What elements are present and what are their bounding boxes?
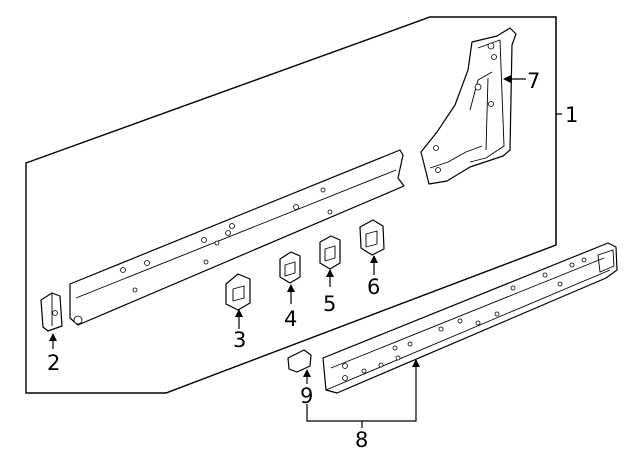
part-4-bulkhead (279, 251, 301, 284)
part-9-bracket (287, 349, 312, 373)
callout-3: 3 (233, 328, 246, 352)
callout-7: 7 (527, 69, 540, 93)
part-6-bulkhead (359, 219, 385, 256)
callout-9: 9 (300, 384, 313, 408)
callout-5: 5 (323, 292, 336, 316)
part-3-bulkhead (225, 273, 251, 311)
part-8-rocker-panel (322, 242, 618, 394)
part-7-pillar-reinforcement (420, 27, 517, 185)
part-2-bracket (40, 292, 63, 332)
callout-2: 2 (47, 351, 60, 375)
callout-8: 8 (355, 428, 368, 452)
callout-1: 1 (565, 103, 578, 127)
rocker-reinforcement (69, 149, 405, 326)
part-5-bulkhead (319, 235, 341, 270)
callout-4: 4 (284, 307, 297, 331)
callout-6: 6 (367, 275, 380, 299)
